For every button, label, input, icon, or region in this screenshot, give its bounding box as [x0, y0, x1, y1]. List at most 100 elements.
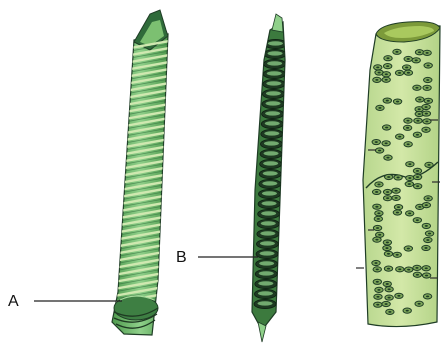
pit-aperture [418, 303, 421, 305]
pit-aperture [374, 262, 377, 264]
pit-aperture [386, 157, 389, 159]
pit-aperture [386, 191, 389, 193]
pit-aperture [378, 234, 381, 236]
ring-highlight [268, 41, 283, 45]
ring-highlight [262, 191, 277, 195]
pit-aperture [397, 177, 400, 179]
pit-aperture [424, 129, 427, 131]
ring-highlight [267, 61, 282, 65]
pit-aperture [416, 274, 419, 276]
pit-aperture [395, 51, 398, 53]
label-b: B [176, 249, 187, 266]
spiral-vessel-body [112, 34, 168, 335]
ring-highlight [260, 251, 275, 255]
pit-aperture [424, 247, 427, 249]
pit-aperture [425, 267, 428, 269]
ring-highlight [259, 271, 274, 275]
pit-aperture [407, 72, 410, 74]
pit-aperture [375, 141, 378, 143]
pit-aperture [418, 51, 421, 53]
pit-aperture [427, 65, 430, 67]
pit-aperture [426, 295, 429, 297]
pit-aperture [416, 134, 419, 136]
pit-aperture [386, 100, 389, 102]
ring-highlight [264, 151, 279, 155]
pit-aperture [425, 120, 428, 122]
pit-aperture [416, 170, 419, 172]
label-a: A [8, 293, 19, 310]
pit-aperture [397, 206, 400, 208]
pit-aperture [416, 176, 419, 178]
pit-aperture [426, 239, 429, 241]
pit-aperture [407, 143, 410, 145]
pit-aperture [425, 204, 428, 206]
pit-aperture [415, 267, 418, 269]
pit-aperture [388, 297, 391, 299]
ring-highlight [261, 211, 276, 215]
pit-aperture [406, 120, 409, 122]
pit-aperture [428, 233, 431, 235]
pit-aperture [376, 227, 379, 229]
pit-aperture [398, 72, 401, 74]
pitted-vessel [356, 22, 440, 327]
pit-aperture [427, 197, 430, 199]
ring-highlight [258, 281, 273, 285]
pit-aperture [385, 247, 388, 249]
ring-highlight [258, 301, 273, 305]
pit-aperture [425, 275, 428, 277]
pit-aperture [426, 52, 429, 54]
label-a-group: A [8, 293, 122, 310]
pit-aperture [377, 289, 380, 291]
pit-aperture [378, 107, 381, 109]
pit-aperture [387, 268, 390, 270]
pit-aperture [406, 310, 409, 312]
pit-aperture [425, 225, 428, 227]
ring-highlight [266, 91, 281, 95]
ring-highlight [262, 201, 277, 205]
pit-aperture [376, 268, 379, 270]
ring-highlight [261, 221, 276, 225]
pit-aperture [377, 184, 380, 186]
pit-aperture [386, 197, 389, 199]
ring-highlight [262, 181, 277, 185]
pit-aperture [377, 218, 380, 220]
pit-aperture [415, 59, 418, 61]
pit-aperture [407, 58, 410, 60]
ring-highlight [263, 161, 278, 165]
pit-aperture [385, 127, 388, 129]
ring-highlight [258, 291, 273, 295]
pit-aperture [387, 253, 390, 255]
pit-aperture [425, 87, 428, 89]
pit-aperture [408, 163, 411, 165]
pit-aperture [385, 142, 388, 144]
pit-aperture [388, 311, 391, 313]
ring-highlight [265, 121, 280, 125]
pit-aperture [395, 197, 398, 199]
pit-aperture [418, 99, 421, 101]
ringed-tracheid [252, 14, 286, 342]
pit-aperture [377, 212, 380, 214]
pit-aperture [376, 304, 379, 306]
ring-highlight [265, 111, 280, 115]
ring-highlight [266, 101, 281, 105]
pit-aperture [396, 101, 399, 103]
pit-aperture [408, 212, 411, 214]
pit-aperture [397, 295, 400, 297]
pit-aperture [376, 296, 379, 298]
pit-aperture [376, 281, 379, 283]
pit-aperture [427, 164, 430, 166]
pit-aperture [416, 185, 419, 187]
pit-aperture [386, 57, 389, 59]
pit-aperture [375, 239, 378, 241]
ring-highlight [259, 261, 274, 265]
pit-aperture [418, 206, 421, 208]
pit-aperture [388, 288, 391, 290]
ring-highlight [263, 171, 278, 175]
pit-aperture [406, 127, 409, 129]
pit-aperture [415, 87, 418, 89]
pit-aperture [398, 268, 401, 270]
pit-aperture [405, 67, 408, 69]
pit-aperture [396, 212, 399, 214]
ring-highlight [268, 51, 283, 55]
